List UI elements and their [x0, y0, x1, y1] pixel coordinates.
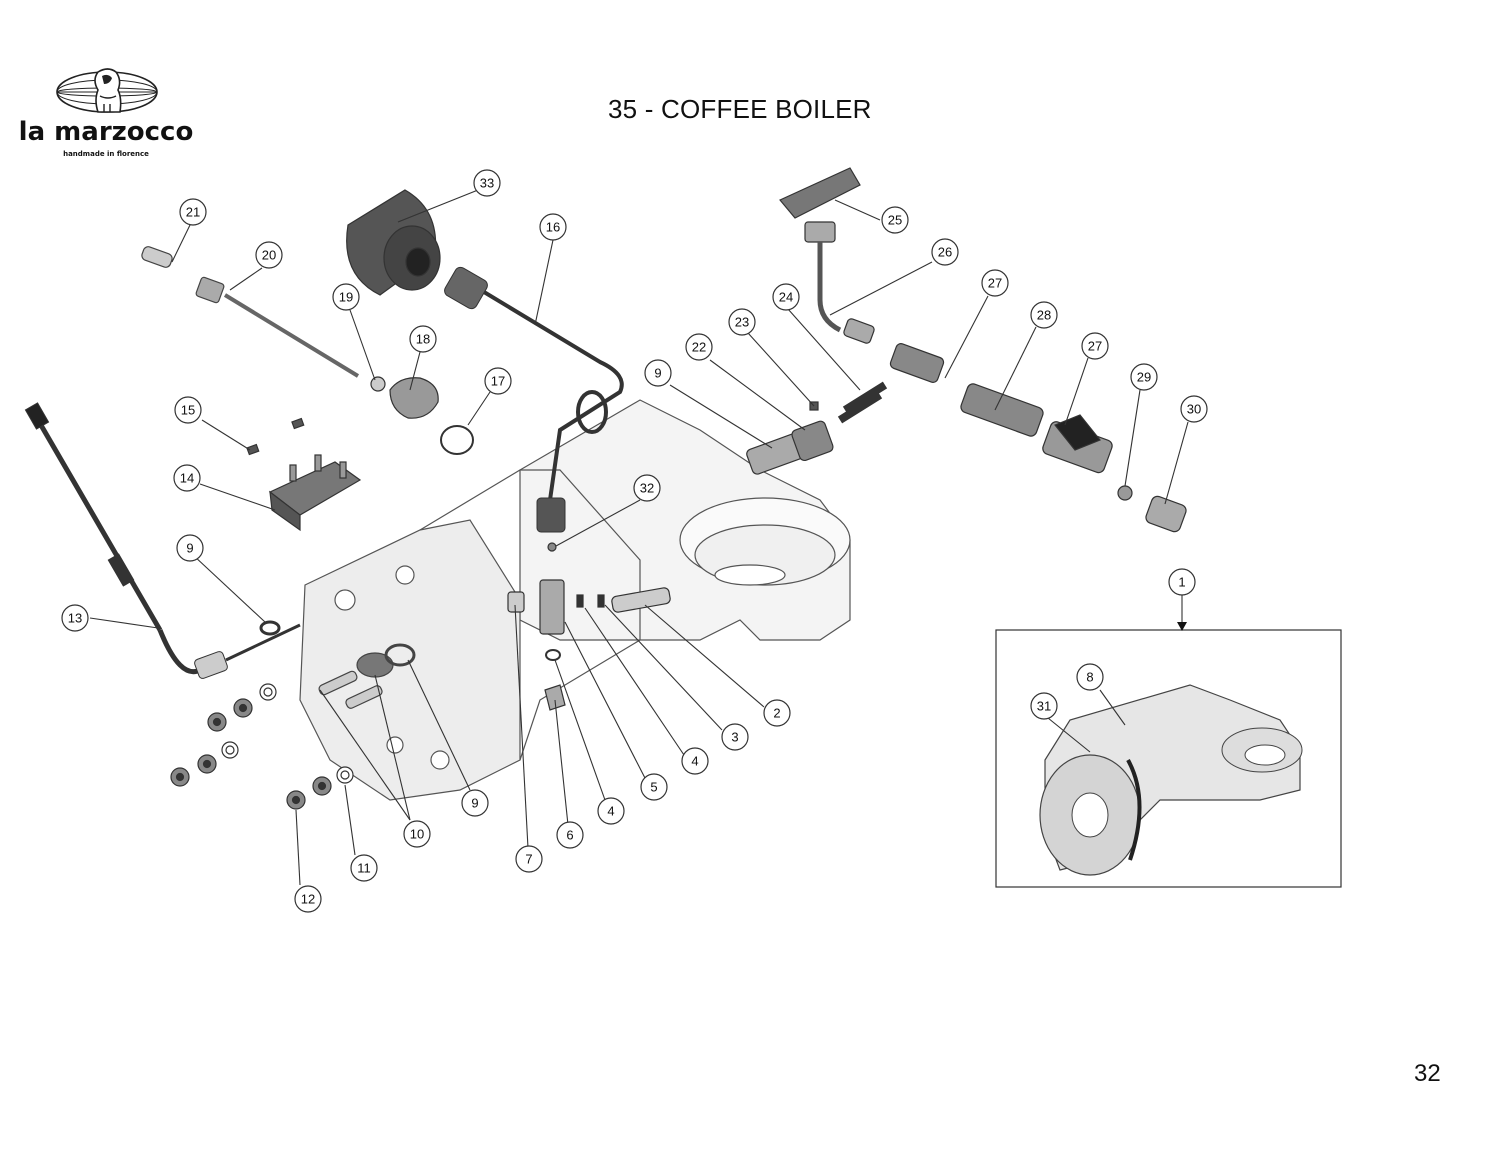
callout-20: 20 — [255, 241, 283, 269]
brand-tagline: handmade in florence — [63, 150, 149, 158]
svg-text:7: 7 — [525, 852, 532, 867]
callout-28: 28 — [1030, 301, 1058, 329]
svg-text:3: 3 — [731, 730, 738, 745]
callout-24: 24 — [772, 283, 800, 311]
callout-10: 10 — [403, 820, 431, 848]
callout-9-center: 9 — [644, 359, 672, 387]
callout-9-lower: 9 — [461, 789, 489, 817]
globe-lion-emblem-icon — [56, 68, 158, 113]
svg-text:6: 6 — [566, 828, 573, 843]
svg-text:15: 15 — [181, 403, 195, 418]
la-marzocco-logo: la marzocco handmade in florence — [19, 68, 194, 158]
callout-17: 17 — [484, 367, 512, 395]
assembled-boiler-inset — [995, 629, 1342, 888]
callout-6: 6 — [556, 821, 584, 849]
svg-text:9: 9 — [471, 796, 478, 811]
callout-1: 1 — [1168, 568, 1196, 596]
svg-text:24: 24 — [779, 290, 793, 305]
terminal-block — [246, 417, 362, 532]
svg-text:10: 10 — [410, 827, 424, 842]
callout-18: 18 — [409, 325, 437, 353]
callout-14: 14 — [173, 464, 201, 492]
callout-2: 2 — [763, 699, 791, 727]
svg-text:18: 18 — [416, 332, 430, 347]
svg-text:29: 29 — [1137, 370, 1151, 385]
svg-text:23: 23 — [735, 315, 749, 330]
svg-text:16: 16 — [546, 220, 560, 235]
svg-text:8: 8 — [1086, 670, 1093, 685]
callout-31: 31 — [1030, 692, 1058, 720]
page-number: 32 — [1414, 1060, 1441, 1087]
svg-text:32: 32 — [640, 481, 654, 496]
svg-text:9: 9 — [186, 541, 193, 556]
callout-29: 29 — [1130, 363, 1158, 391]
svg-text:33: 33 — [480, 176, 494, 191]
probe-cable-assembly — [24, 402, 301, 679]
callout-9-left: 9 — [176, 534, 204, 562]
pressure-cap — [346, 189, 474, 455]
callout-21: 21 — [179, 198, 207, 226]
callout-30: 30 — [1180, 395, 1208, 423]
svg-text:27: 27 — [988, 276, 1002, 291]
callout-12: 12 — [294, 885, 322, 913]
svg-text:17: 17 — [491, 374, 505, 389]
svg-text:14: 14 — [180, 471, 194, 486]
callout-26: 26 — [931, 238, 959, 266]
callout-33: 33 — [473, 169, 501, 197]
callout-5: 5 — [640, 773, 668, 801]
lower-fittings — [507, 542, 671, 711]
callout-23: 23 — [728, 308, 756, 336]
svg-text:5: 5 — [650, 780, 657, 795]
leader-lines — [89, 189, 1189, 886]
svg-text:9: 9 — [654, 366, 661, 381]
svg-text:4: 4 — [607, 804, 614, 819]
svg-text:1: 1 — [1178, 575, 1185, 590]
svg-text:2: 2 — [773, 706, 780, 721]
callout-32: 32 — [633, 474, 661, 502]
heating-element-flange — [318, 643, 416, 709]
callout-16: 16 — [539, 213, 567, 241]
callout-8: 8 — [1076, 663, 1104, 691]
callout-27-left: 27 — [981, 269, 1009, 297]
callout-27-right: 27 — [1081, 332, 1109, 360]
svg-text:28: 28 — [1037, 308, 1051, 323]
svg-text:27: 27 — [1088, 339, 1102, 354]
callout-4-lower: 4 — [597, 797, 625, 825]
callout-15: 15 — [174, 396, 202, 424]
level-probe-fitting — [141, 246, 360, 378]
nuts-and-washers — [170, 683, 354, 810]
callout-22: 22 — [685, 333, 713, 361]
callout-19: 19 — [332, 283, 360, 311]
callout-4: 4 — [681, 747, 709, 775]
svg-text:11: 11 — [357, 861, 371, 876]
steam-valve-pipework — [746, 167, 1187, 533]
svg-text:21: 21 — [186, 205, 200, 220]
brand-name: la marzocco — [19, 117, 194, 147]
callout-7: 7 — [515, 845, 543, 873]
boiler-body — [299, 399, 851, 801]
svg-text:13: 13 — [68, 611, 82, 626]
svg-text:30: 30 — [1187, 402, 1201, 417]
svg-text:19: 19 — [339, 290, 353, 305]
svg-text:12: 12 — [301, 892, 315, 907]
callout-3: 3 — [721, 723, 749, 751]
page-title: 35 - COFFEE BOILER — [608, 94, 872, 124]
capillary-tube — [444, 266, 624, 533]
callout-11: 11 — [350, 854, 378, 882]
svg-text:4: 4 — [691, 754, 698, 769]
callout-25: 25 — [881, 206, 909, 234]
svg-text:25: 25 — [888, 213, 902, 228]
callout-13: 13 — [61, 604, 89, 632]
svg-text:26: 26 — [938, 245, 952, 260]
svg-text:20: 20 — [262, 248, 276, 263]
svg-text:22: 22 — [692, 340, 706, 355]
svg-text:31: 31 — [1037, 699, 1051, 714]
